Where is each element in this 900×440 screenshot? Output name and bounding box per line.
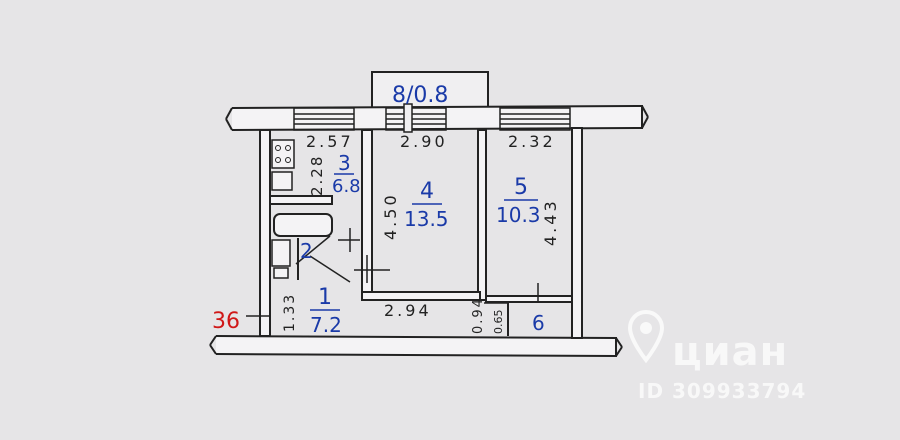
partition-room4-room5 <box>477 129 487 301</box>
dim-kitchen-width: 2.57 <box>306 132 354 151</box>
room-number-room4: 4 <box>420 179 434 204</box>
burner <box>285 157 291 163</box>
dim-room5-depth: 4.43 <box>541 198 560 246</box>
dim-hall-depth: 1.33 <box>282 293 298 332</box>
outer-wall-bottom <box>209 335 623 358</box>
watermark-id: ID 309933794 <box>638 379 807 403</box>
partition-room5-closet <box>485 295 573 303</box>
stove <box>271 139 295 169</box>
room-area-room4: 13.5 <box>404 207 449 231</box>
room-number-closet: 6 <box>532 311 545 335</box>
room-area-room5: 10.3 <box>496 203 541 227</box>
dim-closet-width: 0.65 <box>492 310 505 335</box>
burner <box>275 145 281 151</box>
dim-kitchen-depth: 2.28 <box>308 155 326 196</box>
toilet <box>271 239 291 267</box>
room-area-hall: 7.2 <box>310 313 342 337</box>
room-number-bath: 2 <box>300 239 313 263</box>
room-number-room5: 5 <box>514 175 528 200</box>
burner <box>285 145 291 151</box>
bathroom-wall <box>269 195 333 205</box>
bathtub <box>273 213 333 237</box>
wall-right <box>571 127 583 339</box>
cian-logo-icon <box>627 309 665 364</box>
dim-corridor-width: 0.94 <box>471 297 486 334</box>
bath-door <box>309 255 351 283</box>
balcony-label: 8/0.8 <box>392 83 448 108</box>
dim-room4-depth: 4.50 <box>381 192 400 240</box>
balcony-outline <box>371 71 489 109</box>
dim-room4-width: 2.90 <box>400 132 448 151</box>
room-number-kitchen: 3 <box>338 151 351 175</box>
dim-hall-width: 2.94 <box>384 301 432 320</box>
dim-room5-width: 2.32 <box>508 132 556 151</box>
partition-room4-hall <box>361 291 481 301</box>
sink <box>273 267 289 279</box>
window <box>385 107 447 131</box>
burner <box>275 157 281 163</box>
kitchen-sink <box>271 171 293 191</box>
outer-wall-top <box>225 104 649 131</box>
entrance-label: 36 <box>212 309 240 334</box>
window <box>293 107 355 131</box>
bath-door <box>295 235 331 265</box>
wall-left <box>259 129 271 337</box>
room-number-hall: 1 <box>318 285 332 310</box>
watermark-brand: циан <box>672 329 789 375</box>
window <box>499 107 571 131</box>
room-area-kitchen: 6.8 <box>332 176 361 197</box>
balcony-door <box>403 103 413 133</box>
